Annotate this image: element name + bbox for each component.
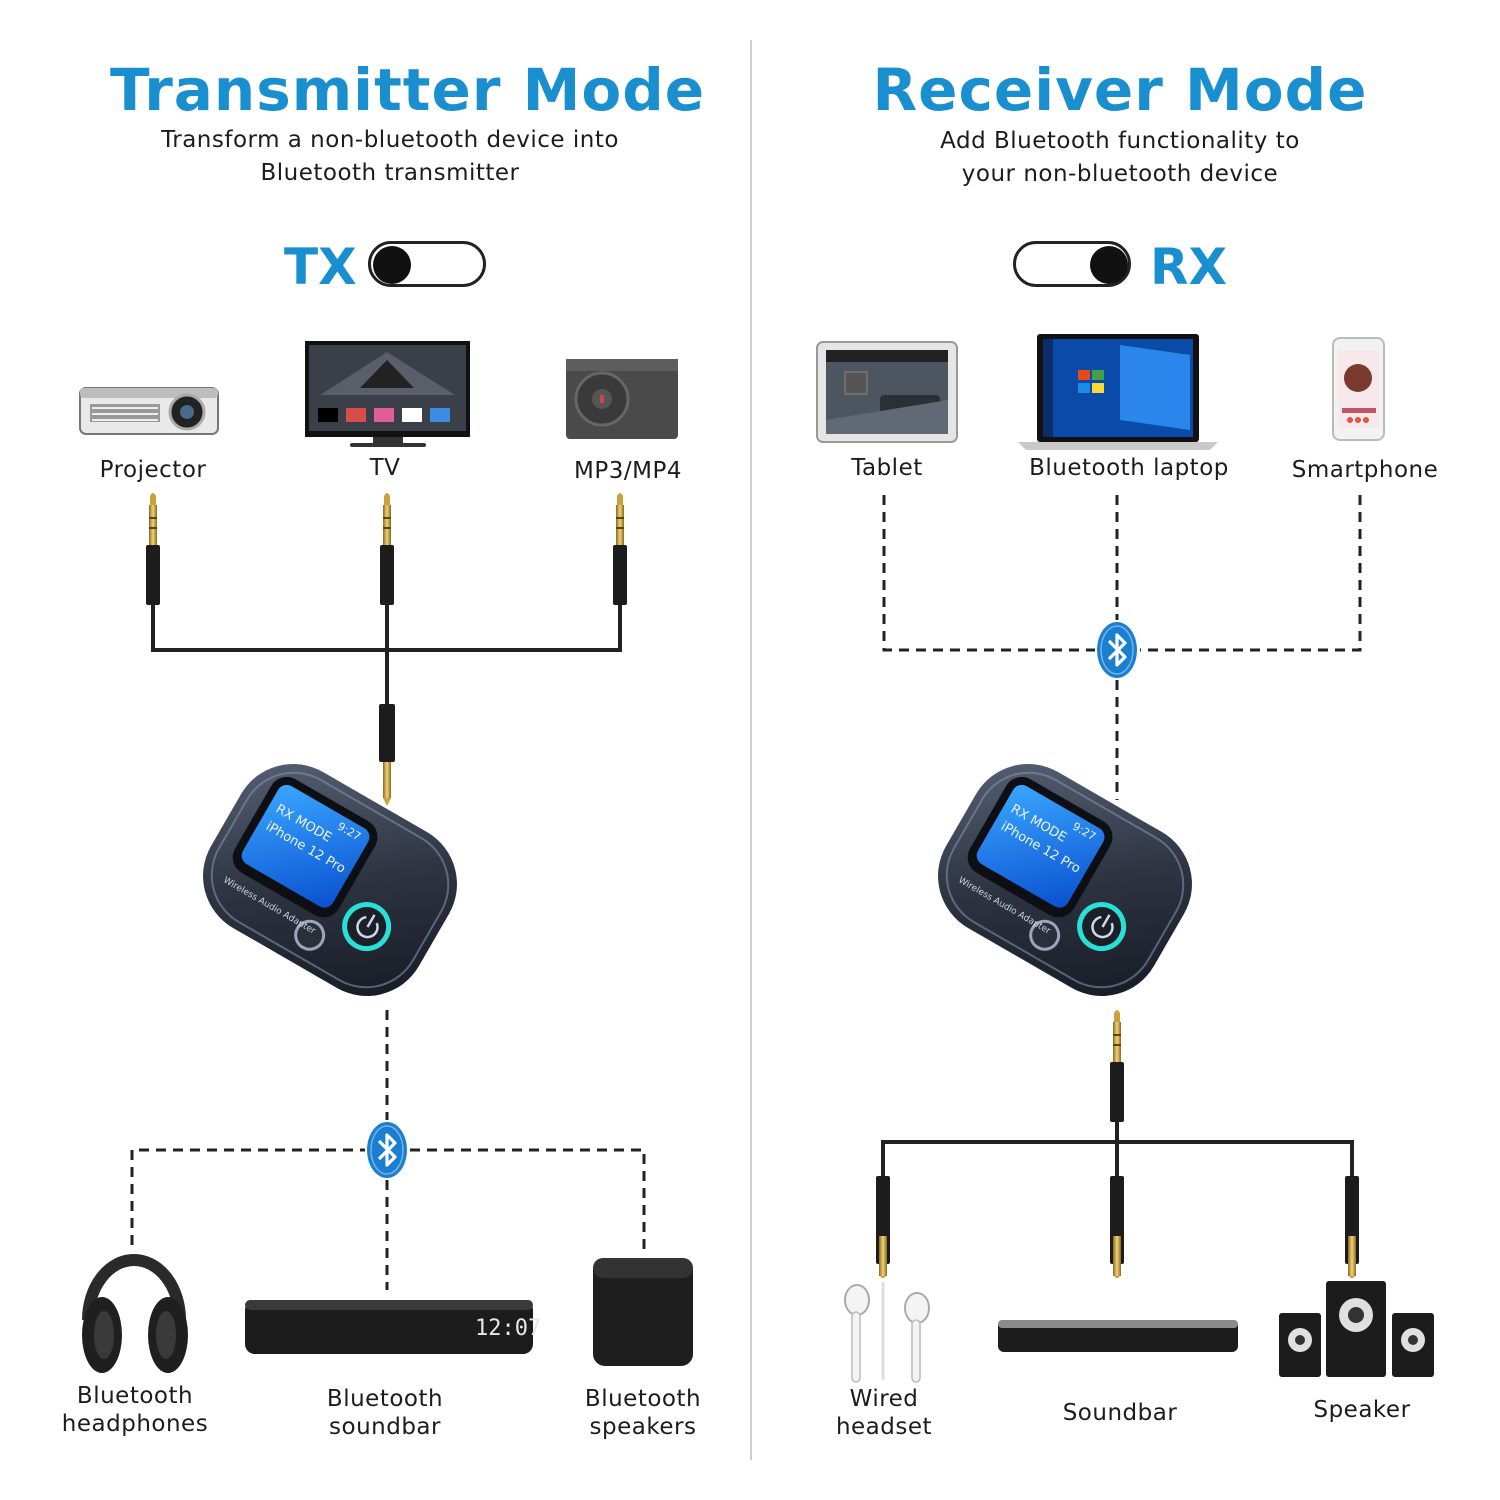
rx-bluetooth-icon bbox=[1095, 620, 1139, 680]
rx-toggle-knob bbox=[1090, 246, 1128, 284]
tx-toggle-knob bbox=[373, 246, 411, 284]
speaker-system-image bbox=[1279, 1281, 1434, 1377]
mp3-jack bbox=[613, 493, 627, 605]
receiver-title: Receiver Mode bbox=[872, 56, 1368, 124]
label-wired-headset: Wired headset bbox=[794, 1385, 974, 1441]
label-speaker: Speaker bbox=[1313, 1397, 1411, 1423]
label-tablet: Tablet bbox=[851, 455, 923, 481]
label-bt-soundbar-line2: soundbar bbox=[329, 1414, 441, 1440]
tx-bluetooth-icon bbox=[365, 1120, 409, 1180]
smartphone-image bbox=[1332, 337, 1385, 441]
label-bt-headphones-line1: Bluetooth bbox=[76, 1383, 194, 1409]
receiver-subtitle-line1: Add Bluetooth functionality to bbox=[940, 128, 1300, 154]
receiver-subtitle-line2: your non-bluetooth device bbox=[961, 161, 1279, 187]
tx-toggle[interactable] bbox=[368, 241, 486, 287]
projector-jack bbox=[146, 493, 160, 605]
projector-image bbox=[79, 387, 219, 435]
rx-adapter-device: RX MODE iPhone 12 Pro 9:27 Wireless Audi… bbox=[916, 742, 1214, 1018]
tx-bluetooth-links bbox=[130, 1010, 646, 1290]
tx-adapter-device: RX MODE iPhone 12 Pro 9:27 Wireless Audi… bbox=[181, 742, 479, 1018]
center-divider bbox=[750, 40, 752, 1460]
label-mp3: MP3/MP4 bbox=[574, 458, 682, 484]
label-projector: Projector bbox=[99, 457, 207, 483]
mp3-player-image bbox=[566, 359, 678, 439]
rx-toggle[interactable] bbox=[1013, 241, 1131, 287]
headphones-image bbox=[82, 1254, 188, 1373]
rx-bluetooth-links bbox=[882, 495, 1362, 800]
wired-headset-image bbox=[844, 1282, 930, 1383]
label-smartphone: Smartphone bbox=[1291, 457, 1439, 483]
rx-cable-bodies bbox=[876, 1176, 1359, 1236]
label-bt-speakers-line2: speakers bbox=[589, 1414, 697, 1440]
label-laptop: Bluetooth laptop bbox=[1029, 455, 1229, 481]
label-soundbar: Soundbar bbox=[1062, 1400, 1178, 1426]
label-wired-headset-line2: headset bbox=[835, 1414, 933, 1440]
label-bt-headphones-line2: headphones bbox=[61, 1411, 209, 1437]
tv-image bbox=[305, 341, 470, 447]
bluetooth-speaker-image bbox=[593, 1258, 693, 1366]
label-tv: TV bbox=[369, 455, 401, 481]
tx-adapter-jack bbox=[379, 704, 395, 806]
bluetooth-soundbar-image: 12:07 bbox=[245, 1300, 541, 1354]
rx-jack-tips bbox=[879, 1236, 1356, 1276]
label-wired-headset-line1: Wired bbox=[849, 1386, 919, 1412]
rx-adapter-jack bbox=[1110, 1010, 1124, 1122]
tx-input-cables bbox=[151, 595, 622, 710]
tx-mode-label: TX bbox=[284, 238, 357, 296]
rx-output-cables bbox=[881, 1120, 1354, 1180]
tv-jack bbox=[380, 493, 394, 605]
soundbar-image bbox=[998, 1320, 1238, 1352]
label-bt-speakers-line1: Bluetooth bbox=[584, 1386, 702, 1412]
transmitter-subtitle-line2: Bluetooth transmitter bbox=[260, 160, 520, 186]
tablet-image bbox=[816, 341, 958, 443]
label-bt-soundbar: Bluetooth soundbar bbox=[295, 1385, 475, 1441]
receiver-subtitle: Add Bluetooth functionality to your non-… bbox=[820, 125, 1420, 191]
label-bt-soundbar-line1: Bluetooth bbox=[326, 1386, 444, 1412]
soundbar-clock: 12:07 bbox=[475, 1316, 541, 1341]
transmitter-title: Transmitter Mode bbox=[110, 56, 706, 124]
label-bt-speakers: Bluetooth speakers bbox=[553, 1385, 733, 1441]
transmitter-subtitle-line1: Transform a non-bluetooth device into bbox=[161, 127, 619, 153]
rx-mode-label: RX bbox=[1150, 238, 1228, 296]
label-bt-headphones: Bluetooth headphones bbox=[45, 1382, 225, 1438]
laptop-image bbox=[1018, 334, 1218, 450]
transmitter-subtitle: Transform a non-bluetooth device into Bl… bbox=[90, 124, 690, 190]
